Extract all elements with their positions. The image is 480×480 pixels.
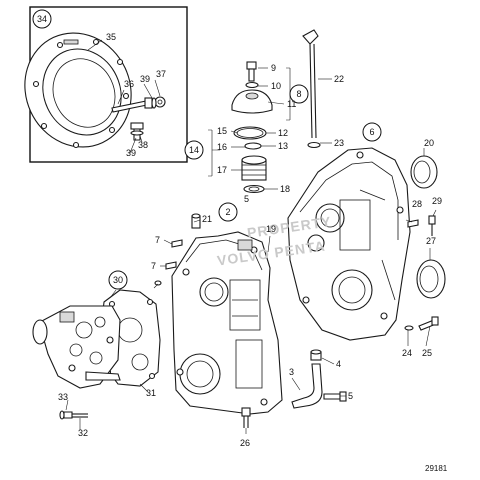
bolts-7 bbox=[154, 239, 183, 286]
callout-number: 8 bbox=[296, 89, 301, 99]
plug-21 bbox=[191, 213, 201, 229]
pipe-assembly bbox=[291, 349, 347, 409]
circled-callout-30: 30 bbox=[108, 270, 128, 290]
gear-housing-6 bbox=[287, 147, 411, 341]
part-callout-33: 33 bbox=[58, 392, 68, 402]
part-callout-27: 27 bbox=[426, 236, 436, 246]
callout-circle bbox=[184, 140, 204, 160]
part-callout-4: 4 bbox=[336, 359, 341, 369]
circled-callouts: 34 2 6 8 14 30 bbox=[32, 9, 382, 290]
leader-lines bbox=[65, 39, 437, 434]
part-callout-29: 29 bbox=[432, 196, 442, 206]
part-callout-28: 28 bbox=[412, 199, 422, 209]
part-callout-32: 32 bbox=[78, 428, 88, 438]
callout-number: 2 bbox=[225, 207, 230, 217]
callout-number: 34 bbox=[37, 14, 47, 24]
part-callout-23: 23 bbox=[334, 138, 344, 148]
seal-27 bbox=[416, 259, 446, 299]
figure-id: 29181 bbox=[425, 464, 448, 473]
dipstick bbox=[302, 29, 321, 149]
circled-callout-8: 8 bbox=[289, 84, 309, 104]
part-callout-35: 35 bbox=[106, 32, 116, 42]
part-callout-7: 7 bbox=[155, 235, 160, 245]
callout-number: 14 bbox=[189, 145, 199, 155]
oil-pump-30 bbox=[32, 305, 121, 389]
part-callout-31: 31 bbox=[146, 388, 156, 398]
part-callout-21: 21 bbox=[202, 214, 212, 224]
part-callout-15: 15 bbox=[217, 126, 227, 136]
seal-20 bbox=[410, 155, 438, 189]
part-callout-26: 26 bbox=[240, 438, 250, 448]
gear-casing-2 bbox=[171, 231, 283, 415]
circled-callout-14: 14 bbox=[184, 140, 204, 160]
part-callout-39: 39 bbox=[140, 74, 150, 84]
part-callout-22: 22 bbox=[334, 74, 344, 84]
bolt-26 bbox=[241, 407, 251, 428]
circled-callout-6: 6 bbox=[362, 122, 382, 142]
part-callout-25: 25 bbox=[422, 348, 432, 358]
part-callout-38: 38 bbox=[138, 140, 148, 150]
part-callout-19: 19 bbox=[266, 224, 276, 234]
part-callout-36: 36 bbox=[124, 79, 134, 89]
part-callout-9: 9 bbox=[271, 63, 276, 73]
callout-circle bbox=[289, 84, 309, 104]
part-callout-5: 5 bbox=[244, 194, 249, 204]
part-callout-20: 20 bbox=[424, 138, 434, 148]
circled-callout-34: 34 bbox=[32, 9, 52, 29]
callout-circle bbox=[218, 202, 238, 222]
callout-circle bbox=[108, 270, 128, 290]
part-callout-18: 18 bbox=[280, 184, 290, 194]
callout-circle bbox=[32, 9, 52, 29]
part-callout-17: 17 bbox=[217, 165, 227, 175]
bolts-32-33 bbox=[59, 410, 88, 420]
part-callout-5: 5 bbox=[348, 391, 353, 401]
part-callout-24: 24 bbox=[402, 348, 412, 358]
part-callout-13: 13 bbox=[278, 141, 288, 151]
part-callout-12: 12 bbox=[278, 128, 288, 138]
part-callout-10: 10 bbox=[271, 81, 281, 91]
part-callout-11: 11 bbox=[287, 99, 296, 109]
breather-cap-assembly bbox=[231, 61, 273, 194]
part-callout-37: 37 bbox=[156, 69, 166, 79]
callout-number: 6 bbox=[369, 127, 374, 137]
part-callout-39: 39 bbox=[126, 148, 136, 158]
inset-box bbox=[24, 6, 188, 163]
circled-callout-2: 2 bbox=[218, 202, 238, 222]
callout-number: 30 bbox=[113, 275, 123, 285]
part-callout-7: 7 bbox=[151, 261, 156, 271]
part-callout-16: 16 bbox=[217, 142, 227, 152]
callout-circle bbox=[362, 122, 382, 142]
part-callout-3: 3 bbox=[289, 367, 294, 377]
